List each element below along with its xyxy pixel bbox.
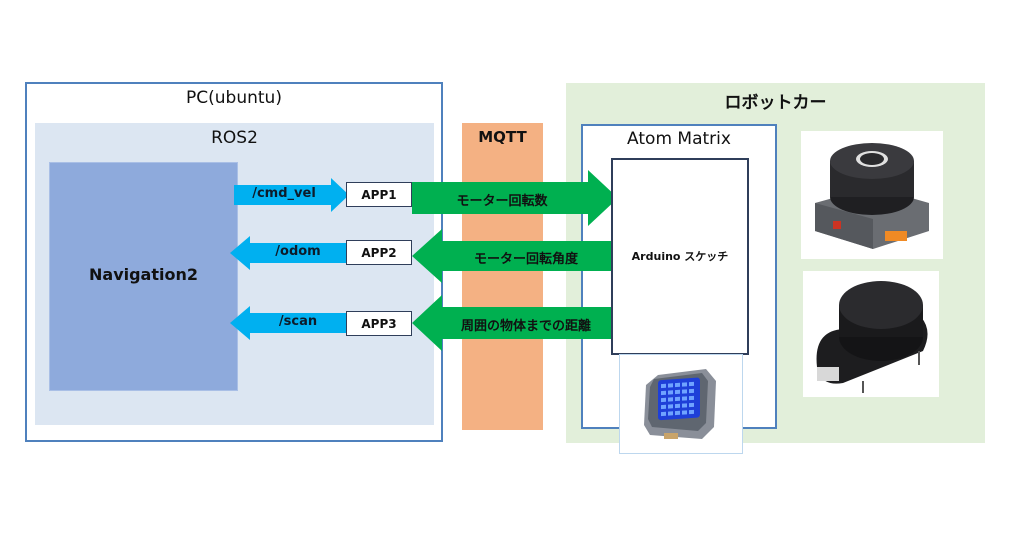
distance-arrow (412, 295, 611, 351)
atom-matrix-title: Atom Matrix (627, 129, 731, 149)
atom-matrix-image (619, 354, 743, 454)
app2-box: APP2 (346, 240, 412, 265)
ros2-title: ROS2 (211, 128, 258, 148)
topic-label-cmd-vel: /cmd_vel (252, 186, 316, 201)
topic-label-odom: /odom (275, 244, 321, 259)
arduino-sketch-label: Arduino スケッチ (631, 250, 729, 263)
message-label-distance: 周囲の物体までの距離 (460, 319, 591, 334)
motor-unit-icon (815, 143, 929, 249)
navigation2-label: Navigation2 (89, 265, 198, 284)
motor-rpm-arrow (412, 170, 618, 226)
app3-box: APP3 (346, 311, 412, 336)
message-label-motor-rpm: モーター回転数 (456, 194, 548, 209)
navigation2-block (49, 162, 238, 391)
topic-label-scan: /scan (278, 314, 318, 329)
arduino-sketch-block (611, 158, 749, 355)
mqtt-title: MQTT (478, 128, 527, 146)
atom-matrix-device-icon (644, 369, 716, 439)
scan-arrow (230, 306, 348, 340)
motor-angle-arrow (412, 229, 611, 283)
lidar-sensor-icon (816, 281, 928, 393)
app1-box: APP1 (346, 182, 412, 207)
motor-unit-image (801, 131, 943, 259)
cmd-vel-arrow (234, 178, 349, 212)
odom-arrow (230, 236, 348, 270)
message-label-motor-angle: モーター回転角度 (473, 252, 578, 267)
lidar-sensor-image (803, 271, 939, 397)
pc-title: PC(ubuntu) (186, 88, 282, 108)
robot-car-title: ロボットカー (724, 93, 827, 113)
mqtt-band (462, 123, 543, 430)
